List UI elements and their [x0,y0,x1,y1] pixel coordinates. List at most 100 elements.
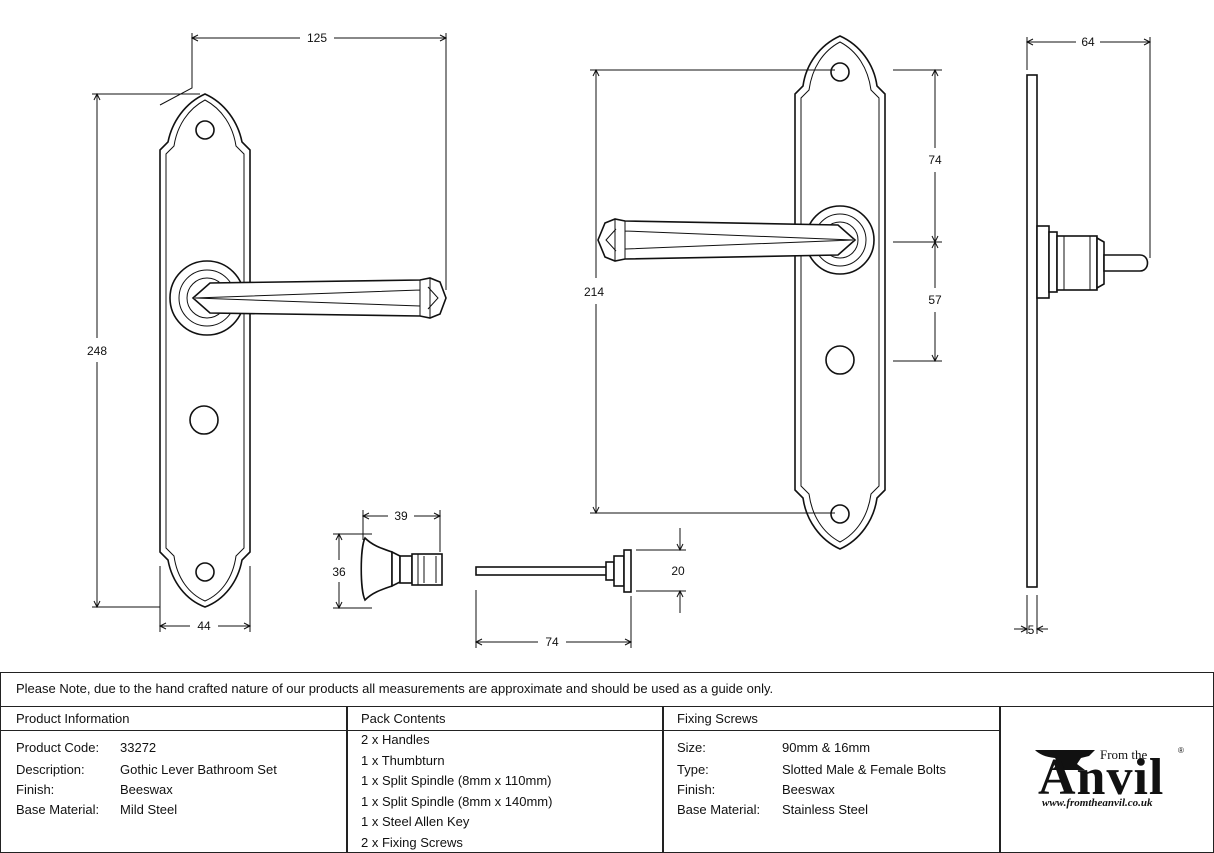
spindle-collar-c [623,549,632,593]
dim-74-spindle-ext [475,590,632,648]
pack-item: 2 x Handles [361,732,430,747]
pack-contents-list: 2 x Handles 1 x Thumbturn 1 x Split Spin… [361,730,552,853]
pack-item: 1 x Split Spindle (8mm x 110mm) [361,773,552,788]
screw-size-value: 90mm & 16mm [782,740,871,755]
dim-label-125: 125 [307,31,327,45]
description-value: Gothic Lever Bathroom Set [120,762,277,777]
dim-214-arrows [592,68,600,515]
spindle-rod [475,566,611,576]
dim-248-ext [92,93,200,608]
base-material-value: Mild Steel [120,802,178,817]
side-backplate-inner [800,41,880,543]
dim-64-ext [1026,37,1151,258]
dim-5-arrows [1020,625,1044,633]
spindle-collar-a [605,561,615,581]
dim-74-57-ext [893,69,942,362]
info-header-strip [0,706,1000,731]
dim-label-57: 57 [928,293,942,307]
dim-label-64: 64 [1081,35,1095,49]
dim-label-36: 36 [332,565,346,579]
screw-finish-label: Finish: [677,782,716,797]
dim-74-57-arrows [931,68,939,363]
fixing-screws-header: Fixing Screws [677,711,758,726]
dim-44-ext [159,566,251,632]
profile-view: 64 5 [1014,35,1152,637]
thumbturn-shank-lines [417,554,437,585]
side-view: 214 74 57 [584,35,942,550]
dim-214-ext [590,69,835,514]
front-lever-tip [427,278,439,318]
profile-rose [1036,225,1050,299]
thumbturn-view: 39 36 [332,509,443,610]
dim-label-5: 5 [1028,623,1035,637]
thumbturn-shank [411,553,443,586]
product-code-label: Product Code: [16,740,100,755]
profile-plate [1026,74,1038,588]
dim-20-ext [636,549,686,592]
side-top-screw-hole [830,62,850,82]
side-backplate [794,35,886,550]
front-view: 125 248 44 [87,31,448,633]
dim-label-248: 248 [87,344,107,358]
side-thumbturn-hole [825,345,855,375]
profile-collar [1096,236,1105,290]
side-lever [597,218,857,262]
dim-248-arrows [93,92,101,609]
front-lever-facet [194,280,421,316]
pack-item: 1 x Thumbturn [361,752,445,768]
dim-label-44: 44 [197,619,211,633]
dim-label-214: 214 [584,285,604,299]
logo-registered-mark: ® [1178,746,1184,755]
spindle-collar-b [613,555,625,587]
description-label: Description: [16,762,85,777]
pack-item: 2 x Fixing Screws [361,834,463,850]
screw-type-value: Slotted Male & Female Bolts [782,762,947,777]
col-divider-3 [999,706,1001,853]
profile-boss-lines [1063,236,1091,290]
dim-125-ext-left [159,33,193,106]
front-bottom-screw-hole [195,562,215,582]
dim-44-arrows [158,622,252,630]
dim-label-74-spindle: 74 [545,635,559,649]
col-divider-1 [346,706,348,853]
logo-brand-name: Anvil [1038,749,1165,806]
dim-39-ext [362,510,441,552]
profile-rose-step [1048,231,1058,293]
dim-label-74-upper: 74 [928,153,942,167]
dim-125-arrows [190,34,448,42]
front-backplate [159,93,251,608]
dim-label-20: 20 [671,564,685,578]
product-info-header: Product Information [16,711,130,726]
front-thumbturn-hole [189,405,219,435]
dim-5-ext [1026,595,1038,634]
pack-item: 1 x Split Spindle (8mm x 140mm) [361,793,553,809]
side-lever-tip [605,219,617,261]
approximation-note: Please Note, due to the hand crafted nat… [16,681,774,696]
dim-20-arrows [676,543,684,598]
profile-boss [1056,235,1098,291]
dim-label-39: 39 [394,509,408,523]
screw-size-label: Size: [677,740,706,755]
technical-drawing: 125 248 44 39 36 [87,31,1152,649]
dim-39-arrows [361,512,442,520]
col-divider-2 [662,706,664,853]
finish-value: Beeswax [120,782,173,797]
logo-from-the: From the [1100,747,1148,762]
profile-shaft [1103,254,1149,272]
thumbturn-neck [391,550,401,588]
base-material-label: Base Material: [16,802,100,817]
dim-64-arrows [1025,38,1152,46]
thumbturn-knob [360,536,393,602]
front-lever [191,277,447,319]
brand-logo: From the ® Anvil www.fromtheanvil.co.uk [1030,740,1200,820]
pack-contents-header: Pack Contents [361,711,446,726]
thumbturn-collar [399,555,413,584]
dim-74-spindle-arrows [474,638,633,646]
screw-type-label: Type: [677,762,709,777]
spindle-view: 74 20 [474,528,686,649]
side-lever-facet [624,221,854,259]
finish-label: Finish: [16,782,55,797]
anvil-icon [1035,750,1095,770]
screw-material-label: Base Material: [677,802,761,817]
dim-36-arrows [335,532,343,610]
